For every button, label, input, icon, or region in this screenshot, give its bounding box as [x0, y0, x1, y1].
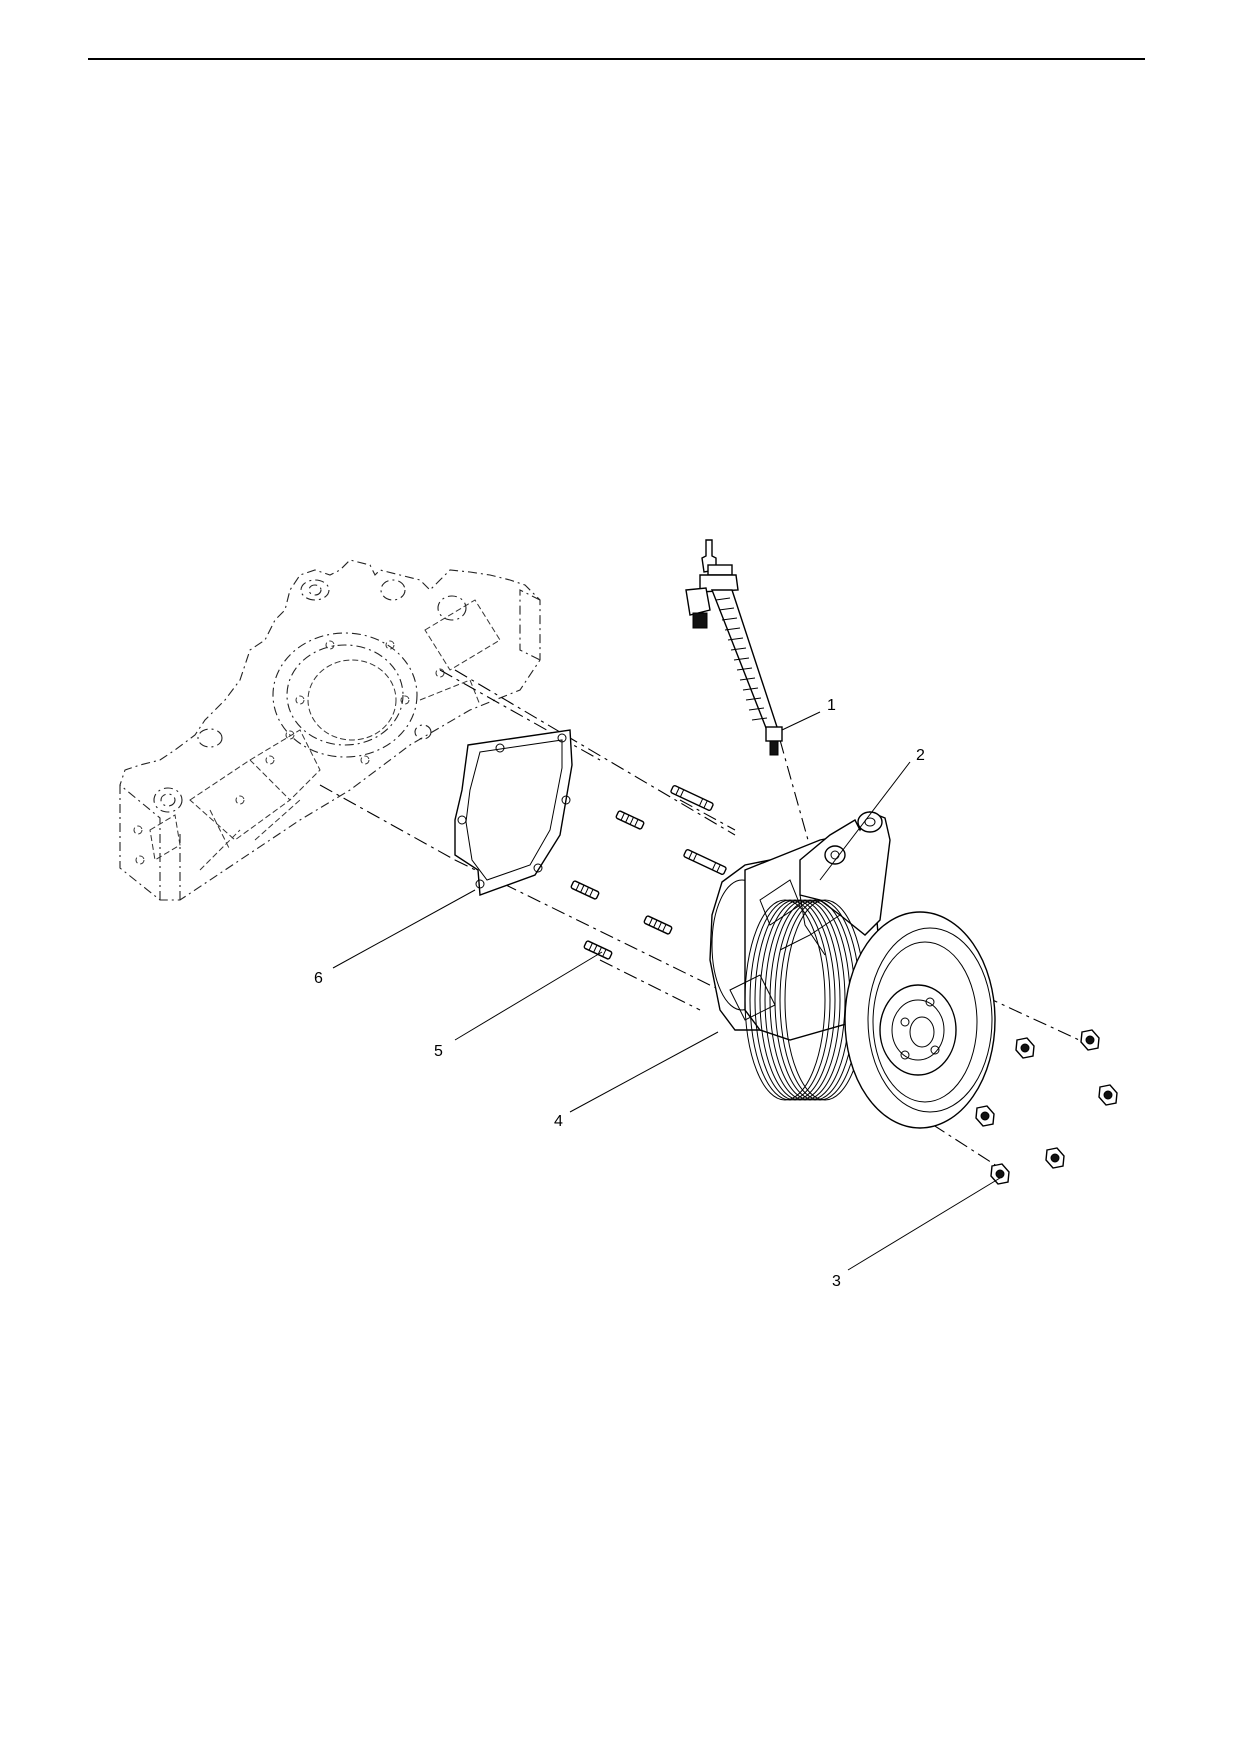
engine-front-housing-icon — [119, 559, 541, 901]
callout-4: 4 — [554, 1113, 563, 1130]
water-pump-icon — [709, 811, 996, 1129]
pulley-grooves — [744, 899, 866, 1101]
callout-3: 3 — [832, 1273, 841, 1290]
sensor-icon — [685, 539, 783, 756]
header-rule — [88, 58, 1145, 60]
stud-icon — [570, 785, 727, 960]
callout-1: 1 — [827, 697, 836, 714]
callout-6: 6 — [314, 970, 323, 987]
callout-labels: 1 2 3 4 5 6 — [314, 697, 925, 1290]
callout-2: 2 — [916, 747, 925, 764]
leader-lines — [332, 711, 1001, 1271]
assembly-centerlines — [319, 669, 1091, 1169]
nut-icon — [975, 1029, 1118, 1185]
gasket-icon — [454, 729, 573, 896]
callout-5: 5 — [434, 1043, 443, 1060]
